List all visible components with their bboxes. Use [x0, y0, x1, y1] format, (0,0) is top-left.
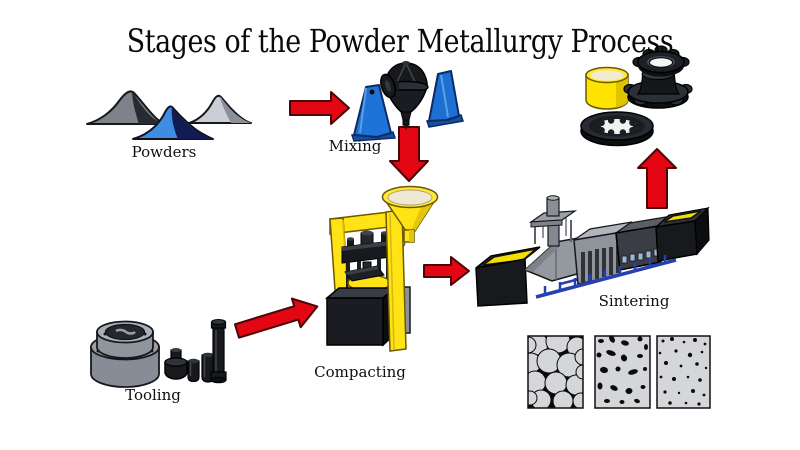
yellow-bushing-part [585, 66, 629, 110]
conveyor-rail [535, 255, 677, 299]
furnace-chimney [528, 195, 578, 247]
arrow-powders-to-mixing [289, 91, 350, 125]
porosity-panels-icon [527, 335, 711, 409]
die-and-punches-icon [90, 319, 227, 388]
powders-label: Powders [131, 143, 197, 161]
arrow-mixing-to-compacting [389, 126, 429, 182]
flanged-gear-part [623, 45, 693, 109]
microstructure-panel-2 [594, 335, 651, 409]
arrow-compacting-to-sintering [423, 256, 470, 286]
tooling-label: Tooling [125, 386, 181, 404]
arrow-tooling-to-compacting [233, 297, 319, 339]
sintered-parts-icon [580, 45, 693, 147]
double-cone-mixer-icon [350, 61, 464, 142]
die-cylinder [90, 320, 160, 388]
press-with-hopper-icon [324, 185, 439, 352]
mixing-label: Mixing [328, 137, 382, 155]
compacting-label: Compacting [314, 363, 406, 381]
page-title: Stages of the Powder Metallurgy Process [126, 22, 674, 60]
arrow-sintering-to-parts [637, 148, 677, 209]
microstructure-panel-3 [656, 335, 711, 409]
sintering-label: Sintering [598, 292, 670, 310]
powder-piles-icon [86, 90, 252, 140]
splined-ring-part [580, 111, 654, 147]
hopper-funnel [381, 185, 439, 243]
microstructure-panel-1 [527, 335, 584, 409]
punch-set [164, 319, 227, 384]
conveyor-furnace-icon [475, 195, 710, 307]
